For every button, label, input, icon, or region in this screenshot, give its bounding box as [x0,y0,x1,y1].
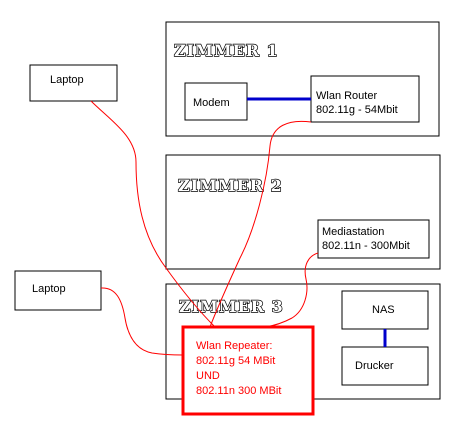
laptop-top-label: Laptop [50,74,84,86]
router-node: Wlan Router 802.11g - 54Mbit [310,75,420,123]
room-zimmer-3-title: ZIMMER 3 [179,297,284,316]
wireless-link-mediastation-repeater [264,252,319,328]
wireless-link-router-repeater [209,120,312,328]
modem-box [184,82,248,121]
laptop-top-node: Laptop [29,64,118,102]
mediastation-label-line1: Mediastation [322,226,384,238]
modem-label: Modem [193,97,230,109]
repeater-box [181,325,315,416]
mediastation-box [317,219,430,259]
wireless-link-laptop-top-repeater [90,100,216,328]
router-label-line1: Wlan Router [316,90,377,102]
drucker-node: Drucker [341,346,429,386]
laptop-bottom-box [14,270,102,311]
repeater-node: Wlan Repeater: 802.11g 54 MBit UND 802.1… [181,325,315,416]
repeater-label-line1: Wlan Repeater: [196,340,272,352]
laptop-bottom-node: Laptop [14,270,102,311]
mediastation-node: Mediastation 802.11n - 300Mbit [317,219,430,259]
modem-node: Modem [184,82,248,121]
nas-label: NAS [372,304,395,316]
repeater-label-line3: UND [196,370,220,382]
router-box [310,75,420,123]
drucker-box [341,346,429,386]
repeater-label-line4: 802.11n 300 MBit [196,385,281,397]
wireless-link-laptop-bottom-repeater [100,287,184,356]
drucker-label: Drucker [355,360,394,372]
repeater-label-line2: 802.11g 54 MBit [196,355,275,367]
room-zimmer-2-title: ZIMMER 2 [178,176,283,195]
laptop-top-box [29,64,118,102]
laptop-bottom-label: Laptop [32,283,66,295]
nas-box [341,290,429,330]
mediastation-label-line2: 802.11n - 300Mbit [322,240,410,252]
nas-node: NAS [341,290,429,330]
room-zimmer-2: ZIMMER 2 [165,154,441,270]
router-label-line2: 802.11g - 54Mbit [316,104,398,116]
room-zimmer-1-title: ZIMMER 1 [174,41,279,60]
